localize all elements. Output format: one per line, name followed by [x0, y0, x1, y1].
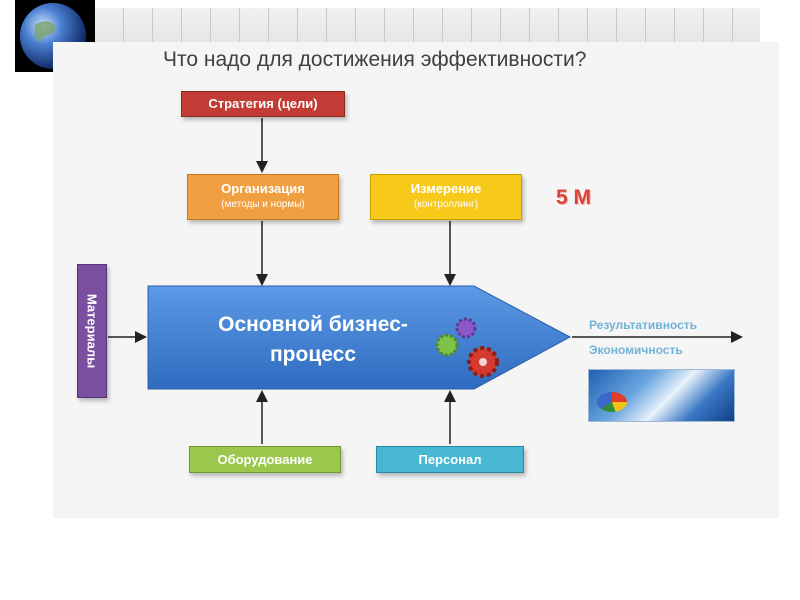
slide-area: [53, 42, 779, 518]
strategy-box: Стратегия (цели): [181, 91, 345, 117]
gears-icon: [435, 317, 499, 378]
measurement-subtitle: (контроллинг): [413, 199, 479, 210]
organization-box: Организация (методы и нормы): [187, 174, 339, 220]
process-arrow-shape: [147, 285, 572, 390]
materials-label: Материалы: [84, 293, 100, 369]
measurement-title: Измерение: [410, 181, 482, 196]
equipment-box: Оборудование: [189, 446, 341, 473]
chart-photo-icon: [588, 369, 735, 422]
five-m-label: 5 М: [556, 186, 592, 209]
organization-subtitle: (методы и нормы): [221, 199, 305, 210]
measurement-box: Измерение (контроллинг): [370, 174, 522, 220]
process-line-2: процесс: [269, 343, 356, 366]
process-label: Основной бизнес- процесс: [188, 310, 438, 370]
output-efficiency: Экономичность: [589, 343, 683, 357]
slide-title: Что надо для достижения эффективности?: [163, 48, 587, 71]
process-line-1: Основной бизнес-: [218, 313, 408, 336]
output-effectiveness: Результативность: [589, 318, 698, 332]
materials-box: Материалы: [77, 264, 107, 398]
pie-chart-icon: [597, 392, 627, 412]
organization-title: Организация: [221, 181, 305, 196]
personnel-box: Персонал: [376, 446, 524, 473]
